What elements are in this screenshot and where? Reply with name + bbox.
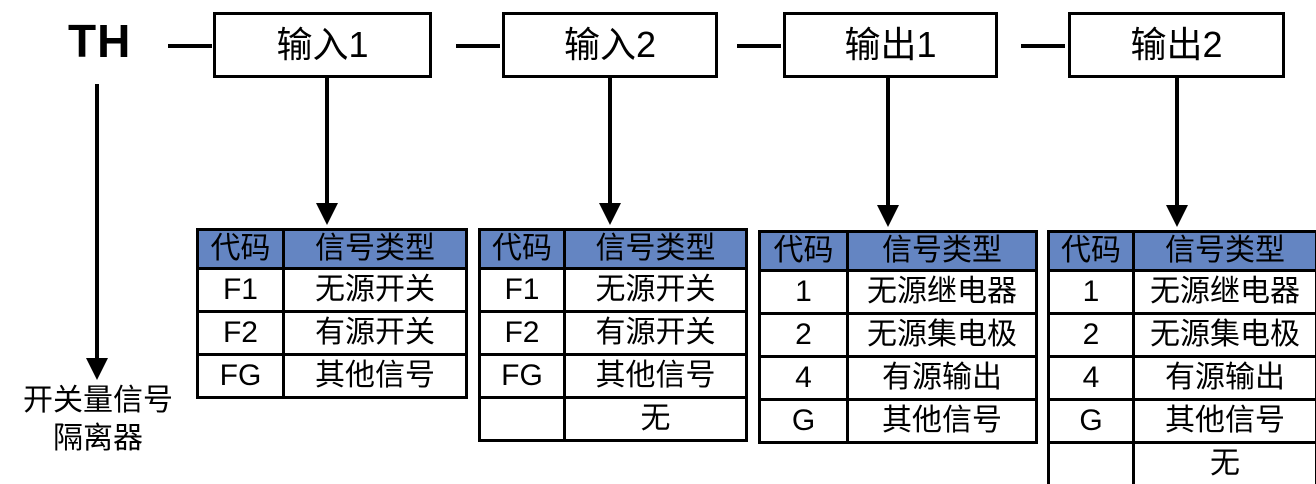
cell-type: 无源继电器 <box>846 269 1038 315</box>
header-code: 代码 <box>196 228 285 270</box>
segment-box-output2[interactable]: 输出2 <box>1068 12 1285 78</box>
table-row: 1 无源继电器 <box>1047 269 1316 315</box>
cell-code: FG <box>478 353 566 399</box>
table-row: F1 无源开关 <box>478 267 748 313</box>
table-row: 无 <box>1047 441 1316 484</box>
header-type: 信号类型 <box>563 228 748 270</box>
table-row: 1 无源继电器 <box>758 269 1038 315</box>
table-row: 2 无源集电极 <box>758 312 1038 358</box>
cell-type: 其他信号 <box>282 353 468 399</box>
segment-box-input2[interactable]: 输入2 <box>502 12 718 78</box>
cell-type: 其他信号 <box>1132 398 1316 444</box>
header-type: 信号类型 <box>282 228 468 270</box>
cell-code: F1 <box>478 267 566 313</box>
segment-label-input2: 输入2 <box>563 24 657 65</box>
cell-type: 有源开关 <box>282 310 468 356</box>
cell-type: 其他信号 <box>563 353 748 399</box>
input2-table: 代码 信号类型 F1 无源开关 F2 有源开关 FG 其他信号 无 <box>478 228 748 442</box>
segment-box-output1[interactable]: 输出1 <box>783 12 998 78</box>
table-row: 4 有源输出 <box>1047 355 1316 401</box>
cell-code: 1 <box>1047 269 1135 315</box>
cell-code: 4 <box>1047 355 1135 401</box>
header-type: 信号类型 <box>1132 230 1316 272</box>
segment-box-input1[interactable]: 输入1 <box>213 12 432 78</box>
cell-code: 2 <box>758 312 849 358</box>
cell-type: 无源集电极 <box>1132 312 1316 358</box>
header-code: 代码 <box>758 230 849 272</box>
cell-type: 其他信号 <box>846 398 1038 444</box>
table-row: 2 无源集电极 <box>1047 312 1316 358</box>
table-header-row: 代码 信号类型 <box>478 228 748 270</box>
table-row: 无 <box>478 396 748 442</box>
table-row: F2 有源开关 <box>478 310 748 356</box>
cell-code <box>1047 441 1135 484</box>
cell-type: 无 <box>563 396 748 442</box>
input1-table: 代码 信号类型 F1 无源开关 F2 有源开关 FG 其他信号 <box>196 228 468 399</box>
cell-type: 无源继电器 <box>1132 269 1316 315</box>
separator-dash-3 <box>737 44 781 48</box>
segment-label-input1: 输入1 <box>276 24 369 65</box>
table-row: G 其他信号 <box>1047 398 1316 444</box>
table-row: FG 其他信号 <box>196 353 468 399</box>
table-row: F2 有源开关 <box>196 310 468 356</box>
output2-table: 代码 信号类型 1 无源继电器 2 无源集电极 4 有源输出 G 其他信号 <box>1047 230 1316 484</box>
cell-type: 无 <box>1132 441 1316 484</box>
cell-type: 有源开关 <box>563 310 748 356</box>
header-type: 信号类型 <box>846 230 1038 272</box>
cell-type: 无源集电极 <box>846 312 1038 358</box>
table-header-row: 代码 信号类型 <box>196 228 468 270</box>
cell-type: 有源输出 <box>1132 355 1316 401</box>
segment-label-output2: 输出2 <box>1130 24 1223 65</box>
table-row: G 其他信号 <box>758 398 1038 444</box>
separator-dash-2 <box>456 44 500 48</box>
table-row: FG 其他信号 <box>478 353 748 399</box>
output1-table: 代码 信号类型 1 无源继电器 2 无源集电极 4 有源输出 G 其他信号 <box>758 230 1038 444</box>
cell-code: G <box>1047 398 1135 444</box>
cell-code: 2 <box>1047 312 1135 358</box>
cell-code <box>478 396 566 442</box>
cell-code: 1 <box>758 269 849 315</box>
cell-type: 无源开关 <box>282 267 468 313</box>
product-note-line-1: 开关量信号 <box>23 384 173 417</box>
table-header-row: 代码 信号类型 <box>1047 230 1316 272</box>
table-row: 4 有源输出 <box>758 355 1038 401</box>
segment-label-output1: 输出1 <box>844 24 937 65</box>
cell-code: F2 <box>196 310 285 356</box>
header-code: 代码 <box>478 228 566 270</box>
cell-code: 4 <box>758 355 849 401</box>
cell-code: F2 <box>478 310 566 356</box>
cell-code: F1 <box>196 267 285 313</box>
cell-code: G <box>758 398 849 444</box>
table-row: F1 无源开关 <box>196 267 468 313</box>
separator-dash-4 <box>1021 44 1065 48</box>
cell-code: FG <box>196 353 285 399</box>
product-note: 开关量信号 隔离器 <box>0 382 196 458</box>
product-note-line-2: 隔离器 <box>53 422 143 455</box>
cell-type: 无源开关 <box>563 267 748 313</box>
table-header-row: 代码 信号类型 <box>758 230 1038 272</box>
header-code: 代码 <box>1047 230 1135 272</box>
separator-dash-1 <box>168 44 212 48</box>
model-prefix-label: TH <box>68 15 132 67</box>
cell-type: 有源输出 <box>846 355 1038 401</box>
